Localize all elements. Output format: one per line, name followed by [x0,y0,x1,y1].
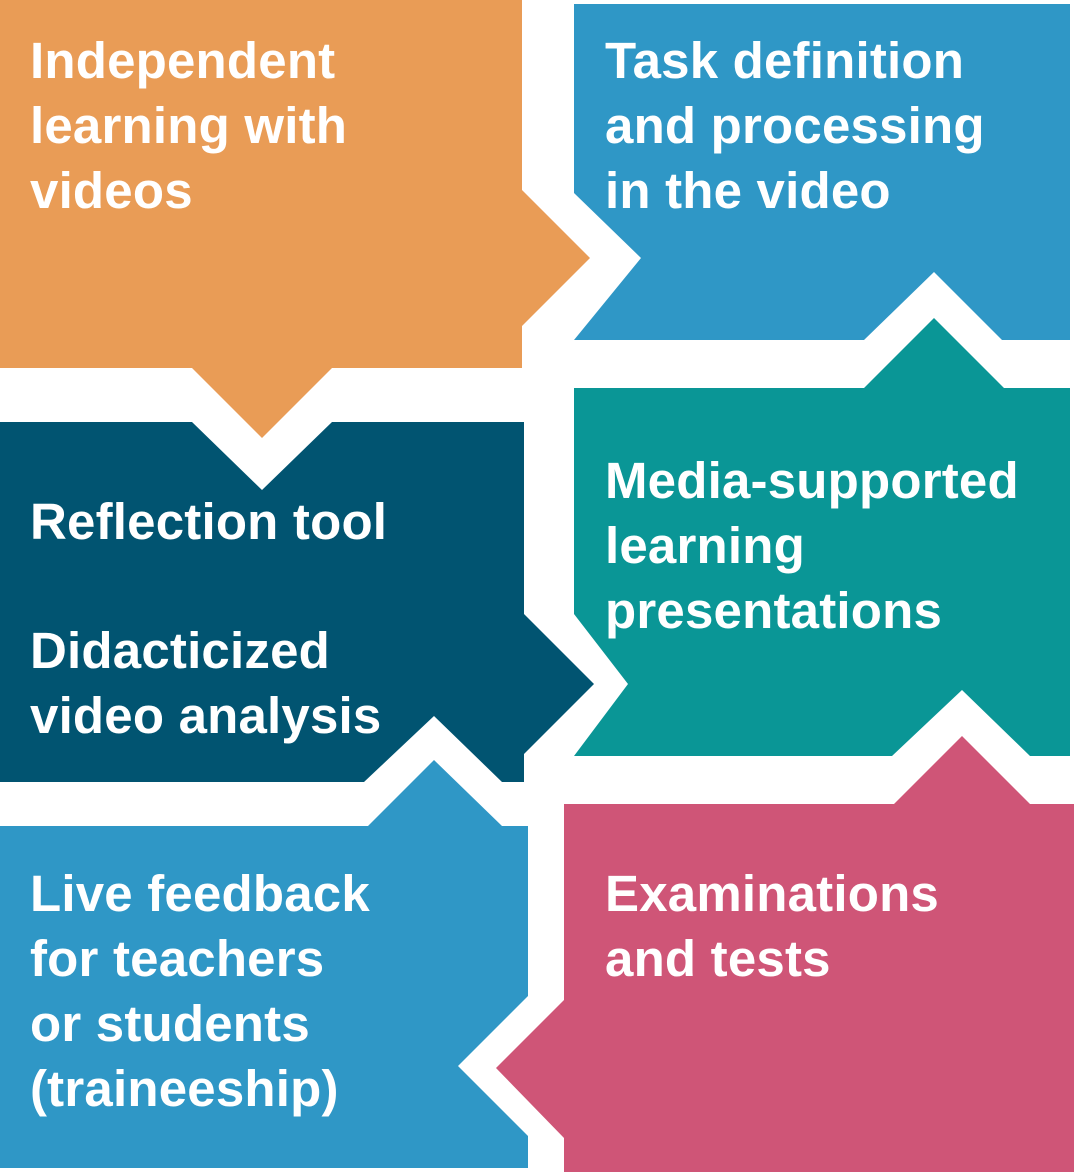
tile-media-presentations [574,318,1070,756]
tile-text-line: and processing [605,97,985,154]
tile-live-feedback [0,760,528,1168]
tile-text-line: learning with [30,97,348,154]
tile-text-line: in the video [605,162,891,219]
tile-examinations [496,736,1074,1172]
tile-text-line: (traineeship) [30,1060,339,1117]
tile-label-live-feedback: Live feedback for teachers or students (… [30,861,370,1121]
tile-text-line: for teachers [30,930,325,987]
tile-reflection-analysis [0,422,594,782]
tile-text-line: Examinations [605,865,939,922]
tile-label-task-definition: Task definition and processing in the vi… [605,28,985,223]
tile-label-independent-learning: Independent learning with videos [30,28,347,223]
tile-text-line: Independent [30,32,336,89]
tile-text-line: videos [30,162,193,219]
tile-text-line: or students [30,995,310,1052]
tile-text-line: and tests [605,930,831,987]
tile-label-reflection-tool: Reflection tool [30,489,387,554]
tile-text-line: Didacticized [30,622,330,679]
tile-label-didacticized-analysis: Didacticized video analysis [30,618,381,748]
tile-label-examinations: Examinations and tests [605,861,939,991]
tile-task-definition [574,4,1070,340]
tile-text-line: learning [605,517,805,574]
tile-text-line: presentations [605,582,943,639]
tile-text-line: Reflection tool [30,493,388,550]
tile-text-line: Media-supported [605,452,1019,509]
tile-independent-learning [0,0,590,438]
tile-text-line: Task definition [605,32,965,89]
tile-label-media-presentations: Media-supported learning presentations [605,448,1019,643]
tile-text-line: video analysis [30,687,382,744]
tile-text-line: Live feedback [30,865,370,922]
